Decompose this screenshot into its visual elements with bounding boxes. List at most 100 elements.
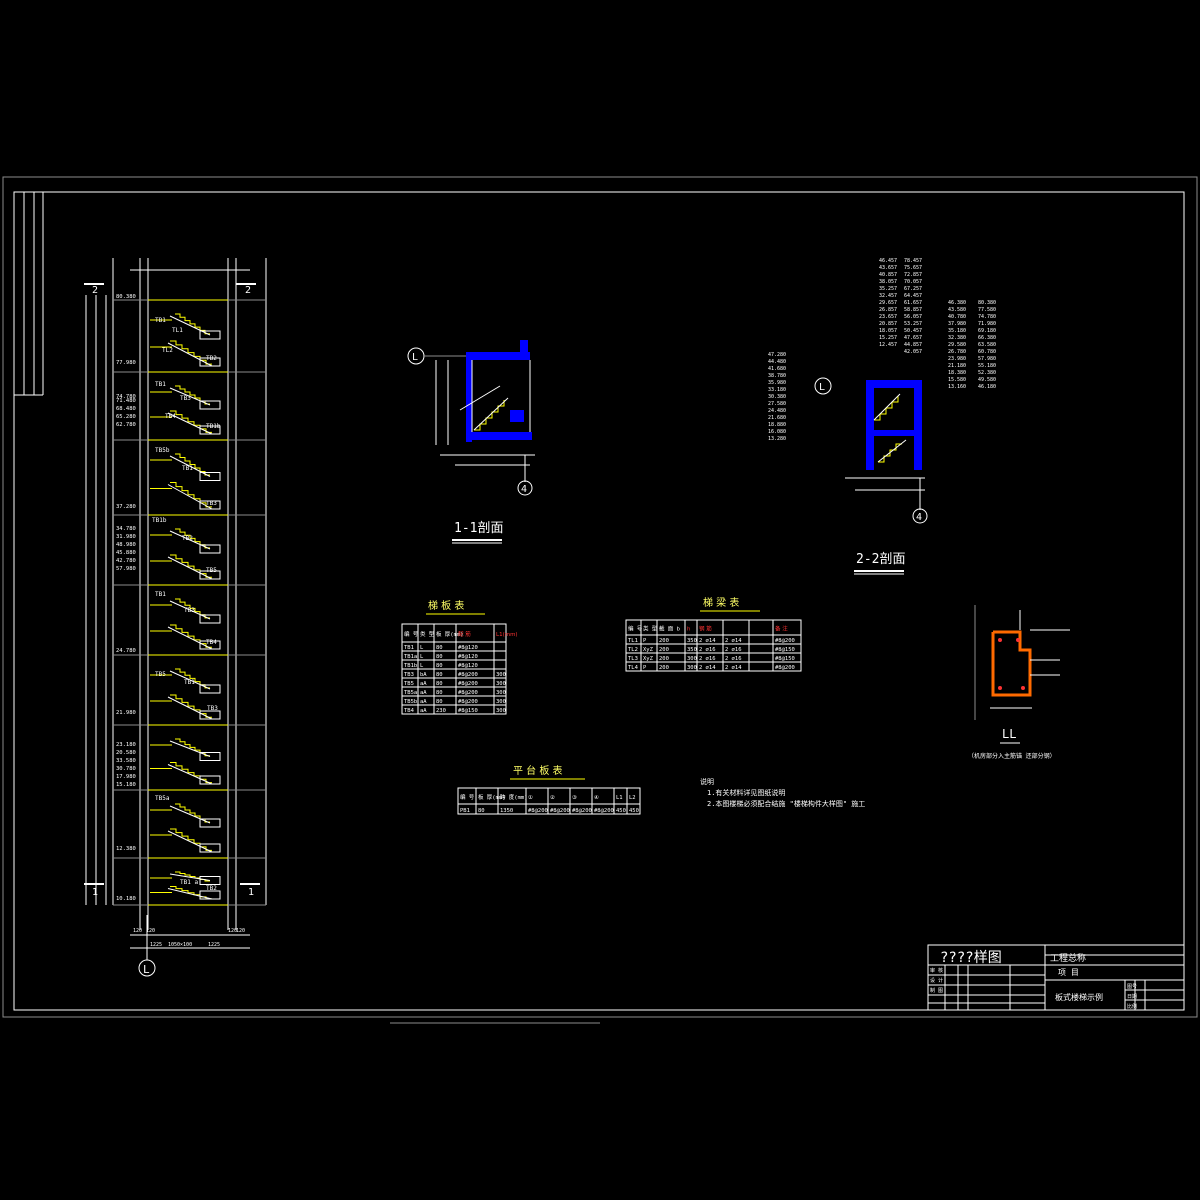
elevation-22-right: 80.380 [978,300,996,306]
bottom-dim-label: 1225 [208,942,220,948]
elevation-label: 15.180 [116,782,136,788]
elevation-label: 62.780 [116,422,136,428]
tb-cell-design: 设 计 [930,977,943,984]
flight-slab [167,626,213,650]
platform-table-header: ② [550,794,555,801]
elevation-22-mid: 78.457 [904,258,922,264]
flight-slab [169,670,211,690]
elevation-22-right: 60.780 [978,349,996,355]
platform-table-header: L2 [629,795,636,801]
platform-table-header: 跨 度(mm) [500,793,528,801]
stair-label: TB3 [207,705,218,712]
tb-cell-date: 日期 [1127,994,1137,1000]
beam-box [199,890,221,900]
beam-box [199,544,221,554]
slab-table-cell: aA [420,699,427,705]
beam-box [199,500,221,510]
platform-table-cell: PB1 [460,808,470,814]
slab-table-cell: #8@200 [458,690,478,696]
elevation-22-mid: 20.857 [879,321,897,327]
elevation-label: 42.780 [116,558,136,564]
beam-table-cell: XyZ [643,647,654,653]
elevation-label: 65.280 [116,414,136,420]
elevation-22-left: 21.680 [768,415,786,421]
elevation-22-left: 18.880 [768,422,786,428]
platform-table-header: L1 [616,795,623,801]
elevation-22-right: 40.780 [948,314,966,320]
elevation-label: 10.180 [116,896,136,902]
elevation-label: 48.980 [116,542,136,548]
beam-table-cell: #8@150 [775,656,795,662]
tb-cell-scale: 比例 [1127,1003,1137,1010]
slab-table-cell: TB3 [404,672,414,678]
section-mark-1-left: 1 [92,887,98,898]
tb-cell-draw: 制 图 [930,987,943,994]
slab-table-cell: 80 [436,681,443,687]
elevation-label: 71.480 [116,398,136,404]
beam-box [199,684,221,694]
elevation-label: 31.980 [116,534,136,540]
elevation-22-mid: 43.657 [879,265,897,271]
beam-table-cell: 350 [687,647,697,653]
platform-table-cell: 80 [478,808,485,814]
axis-label-L-bottom: L [143,963,150,976]
beam-table-cell: P [643,665,647,671]
platform-table-cell: 1350 [500,808,513,814]
bottom-dim-label: 120 [146,928,155,934]
beam-table-cell: 200 [659,656,669,662]
axis-label-L-s11: L [412,352,418,363]
slab-table-cell: 300 [496,681,506,687]
beam-table-cell: #8@200 [775,665,795,671]
elevation-22-mid: 53.257 [904,321,922,327]
beam-box [199,472,221,481]
stair-label: TB2 [206,885,217,892]
bottom-dim-label: 120 [133,928,142,934]
slab-table-cell: TB1a [404,654,417,660]
stair-label: TB1b [152,517,167,524]
bottom-dim-label: 1050×100 [168,942,192,948]
elevation-label: 45.880 [116,550,136,556]
slab-table-cell: 80 [436,672,443,678]
note-2: 2.本图楼梯必须配合结施 "楼梯构件大样图" 施工 [707,799,865,808]
beam-box [199,752,221,761]
slab-table-cell: #8@200 [458,672,478,678]
stair-flight-lower [170,624,212,648]
stair-label: TB3 [180,395,191,402]
elevation-label: 68.480 [116,406,136,412]
slab-table-header: 类 型 [420,630,435,638]
project-label: ????样图 [940,950,1002,966]
section-mark-1-right: 1 [248,887,254,898]
stair-label: TB5b [155,447,170,454]
elevation-label: 37.280 [116,504,136,510]
slab-table-header: 编 号 [404,630,419,638]
flight-slab [167,696,213,720]
slab-table-cell: #8@120 [458,654,478,660]
beam-table-cell: 350 [687,638,697,644]
elevation-22-right: 23.980 [948,356,966,362]
slab-table-cell: TB1b [404,663,417,669]
beam-box [199,614,221,624]
bottom-dim-label: 120 [236,928,245,934]
beam-table-cell: P [643,638,647,644]
elevation-22-mid: 18.057 [879,328,897,334]
platform-table-cell: 450 [616,808,626,814]
elevation-label: 57.980 [116,566,136,572]
elevation-22-mid: 50.457 [904,328,922,334]
platform-table-header: ③ [572,794,577,801]
note-1: 1.有关材料详见图纸说明 [707,788,785,797]
beam-table-header: h [687,627,691,633]
beam-box [199,775,221,785]
flight-slab [169,387,211,406]
beam-table-cell: 2 ⌀14 [699,638,716,644]
elevation-22-right: 55.180 [978,363,996,369]
beam-box [199,640,221,650]
stair-label: TB2 [182,535,193,542]
beam-table-header: 钢 筋 [699,625,712,633]
elevation-22-mid: 47.657 [904,335,922,341]
flight-slab [167,342,213,367]
beam-table-cell: 2 ⌀16 [699,647,716,653]
beam-table-cell: 200 [659,665,669,671]
elevation-22-mid: 72.857 [904,272,922,278]
title-block: ????样图 工程总称 项 目 板式楼梯示例 审 核 设 计 制 图 图号 日期… [927,944,1185,1011]
